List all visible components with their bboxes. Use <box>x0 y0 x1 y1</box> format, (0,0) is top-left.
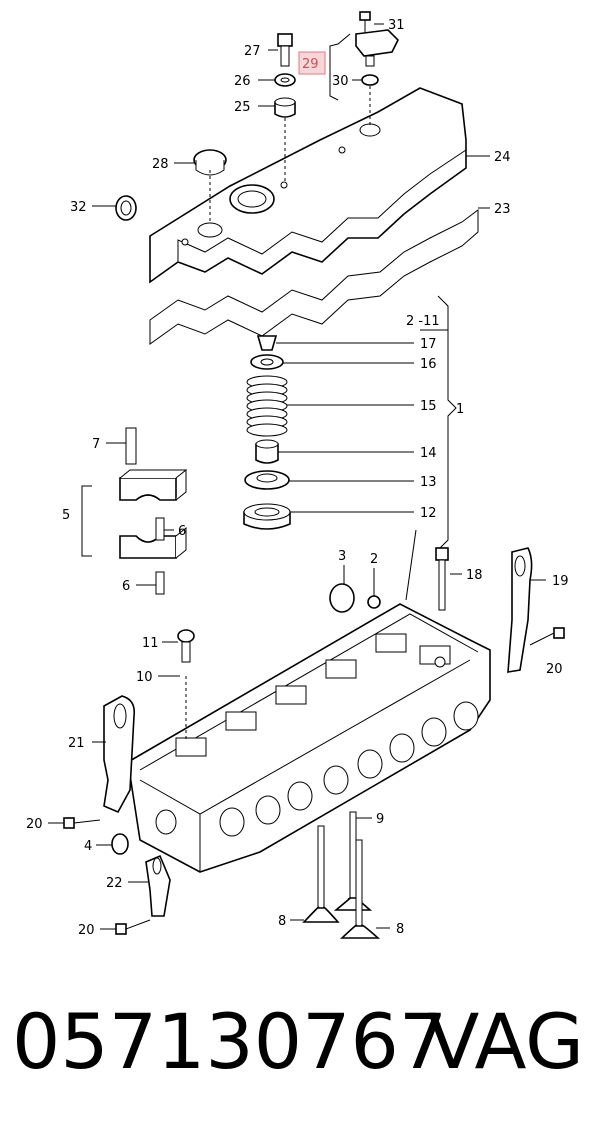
bracket-19 <box>507 547 533 673</box>
callout-21: 21 <box>68 736 85 751</box>
callout-8b: 8 <box>396 922 404 937</box>
grommet <box>115 195 137 221</box>
callout-26: 26 <box>234 74 251 89</box>
callout-19: 19 <box>552 574 569 589</box>
callout-17: 17 <box>420 337 437 352</box>
callout-14: 14 <box>420 446 437 461</box>
callout-labels: 31 27 29 26 30 25 28 24 32 23 2 -11 17 1… <box>26 18 569 938</box>
callout-25: 25 <box>234 100 251 115</box>
callout-28: 28 <box>152 157 169 172</box>
bolt-18 <box>435 547 449 611</box>
callout-18: 18 <box>466 568 483 583</box>
callout-15: 15 <box>420 399 437 414</box>
callout-30: 30 <box>332 74 349 89</box>
callout-3: 3 <box>338 549 346 564</box>
sensor-assembly <box>329 11 399 126</box>
callout-32: 32 <box>70 200 87 215</box>
seal-4 <box>111 833 129 855</box>
plug-3 <box>329 583 355 613</box>
callout-27: 27 <box>244 44 261 59</box>
callout-7: 7 <box>92 437 100 452</box>
callout-13: 13 <box>420 475 437 490</box>
valve-cover <box>149 87 479 345</box>
part-number: 057130767 <box>12 997 448 1086</box>
callout-9: 9 <box>376 812 384 827</box>
callout-20c: 20 <box>78 923 95 938</box>
callout-6b: 6 <box>122 579 130 594</box>
valve-spring-stack <box>243 335 291 530</box>
callout-5: 5 <box>62 508 70 523</box>
brand-label: VAG <box>427 997 584 1086</box>
callout-16: 16 <box>420 357 437 372</box>
callout-22: 22 <box>106 876 123 891</box>
callout-20b: 20 <box>26 817 43 832</box>
valves <box>302 811 381 939</box>
plug-2 <box>367 595 381 609</box>
callout-range: 2 -11 <box>406 314 440 329</box>
callout-20a: 20 <box>546 662 563 677</box>
bearing-cap <box>81 427 188 595</box>
callout-24: 24 <box>494 150 511 165</box>
callout-11: 11 <box>142 636 159 651</box>
callout-1: 1 <box>456 402 464 417</box>
callout-23: 23 <box>494 202 511 217</box>
leader-lines <box>48 23 546 930</box>
callout-29: 29 <box>302 57 319 72</box>
cylinder-head <box>127 603 491 873</box>
callout-31: 31 <box>388 18 405 33</box>
cover-bolt-stack <box>274 33 296 184</box>
callout-6a: 6 <box>178 524 186 539</box>
bracket-22 <box>145 854 171 917</box>
oil-filler-cap <box>193 149 227 224</box>
callout-29-highlighted[interactable]: 29 <box>298 51 326 75</box>
bolt-11 <box>177 629 195 663</box>
callout-2: 2 <box>370 552 378 567</box>
bracket-21 <box>103 695 136 814</box>
callout-10: 10 <box>136 670 153 685</box>
callout-4: 4 <box>84 839 92 854</box>
callout-12: 12 <box>420 506 437 521</box>
callout-8a: 8 <box>278 914 286 929</box>
bolts-20 <box>63 627 565 935</box>
